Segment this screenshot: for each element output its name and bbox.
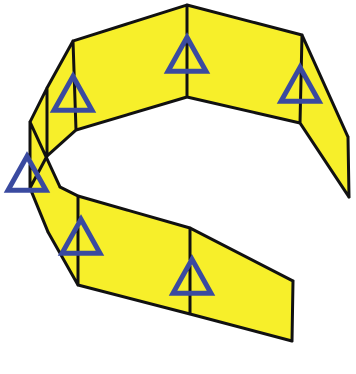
fold-edge-1 xyxy=(348,137,349,197)
strip-panel-1 xyxy=(300,35,349,197)
fold-edge-26 xyxy=(292,281,293,341)
fold-edge-3 xyxy=(300,35,302,123)
